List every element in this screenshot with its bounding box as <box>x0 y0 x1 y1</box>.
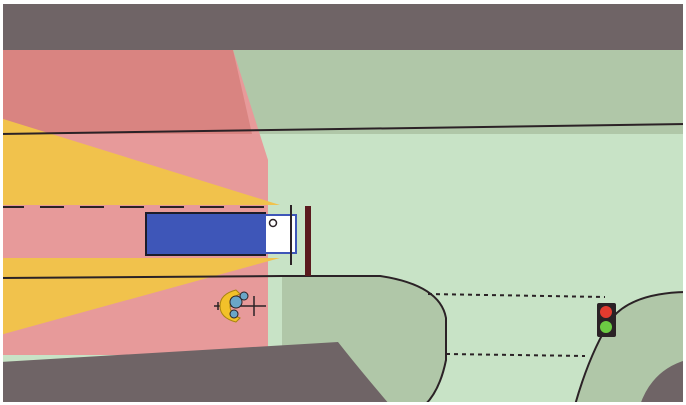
truck-cargo <box>145 212 266 256</box>
truck-front-edge <box>305 206 311 276</box>
signal-red-light <box>600 306 612 318</box>
blind-spot-yellow-upper <box>0 118 280 205</box>
truck-mirror <box>268 218 278 228</box>
crosswalk-top <box>427 293 606 298</box>
road-edge-top <box>0 123 686 135</box>
frame-top <box>0 0 686 50</box>
building-bottom-left <box>0 342 390 405</box>
cyclist-icon <box>214 289 266 323</box>
signal-green-light <box>600 321 612 333</box>
road-edge-bottom <box>0 275 283 279</box>
building-bottom-right <box>640 360 686 405</box>
blind-spot-red-upper <box>0 50 252 134</box>
curb-right <box>282 275 447 405</box>
truck <box>145 205 311 276</box>
crosswalk-bottom <box>445 353 586 357</box>
traffic-light <box>597 303 616 337</box>
